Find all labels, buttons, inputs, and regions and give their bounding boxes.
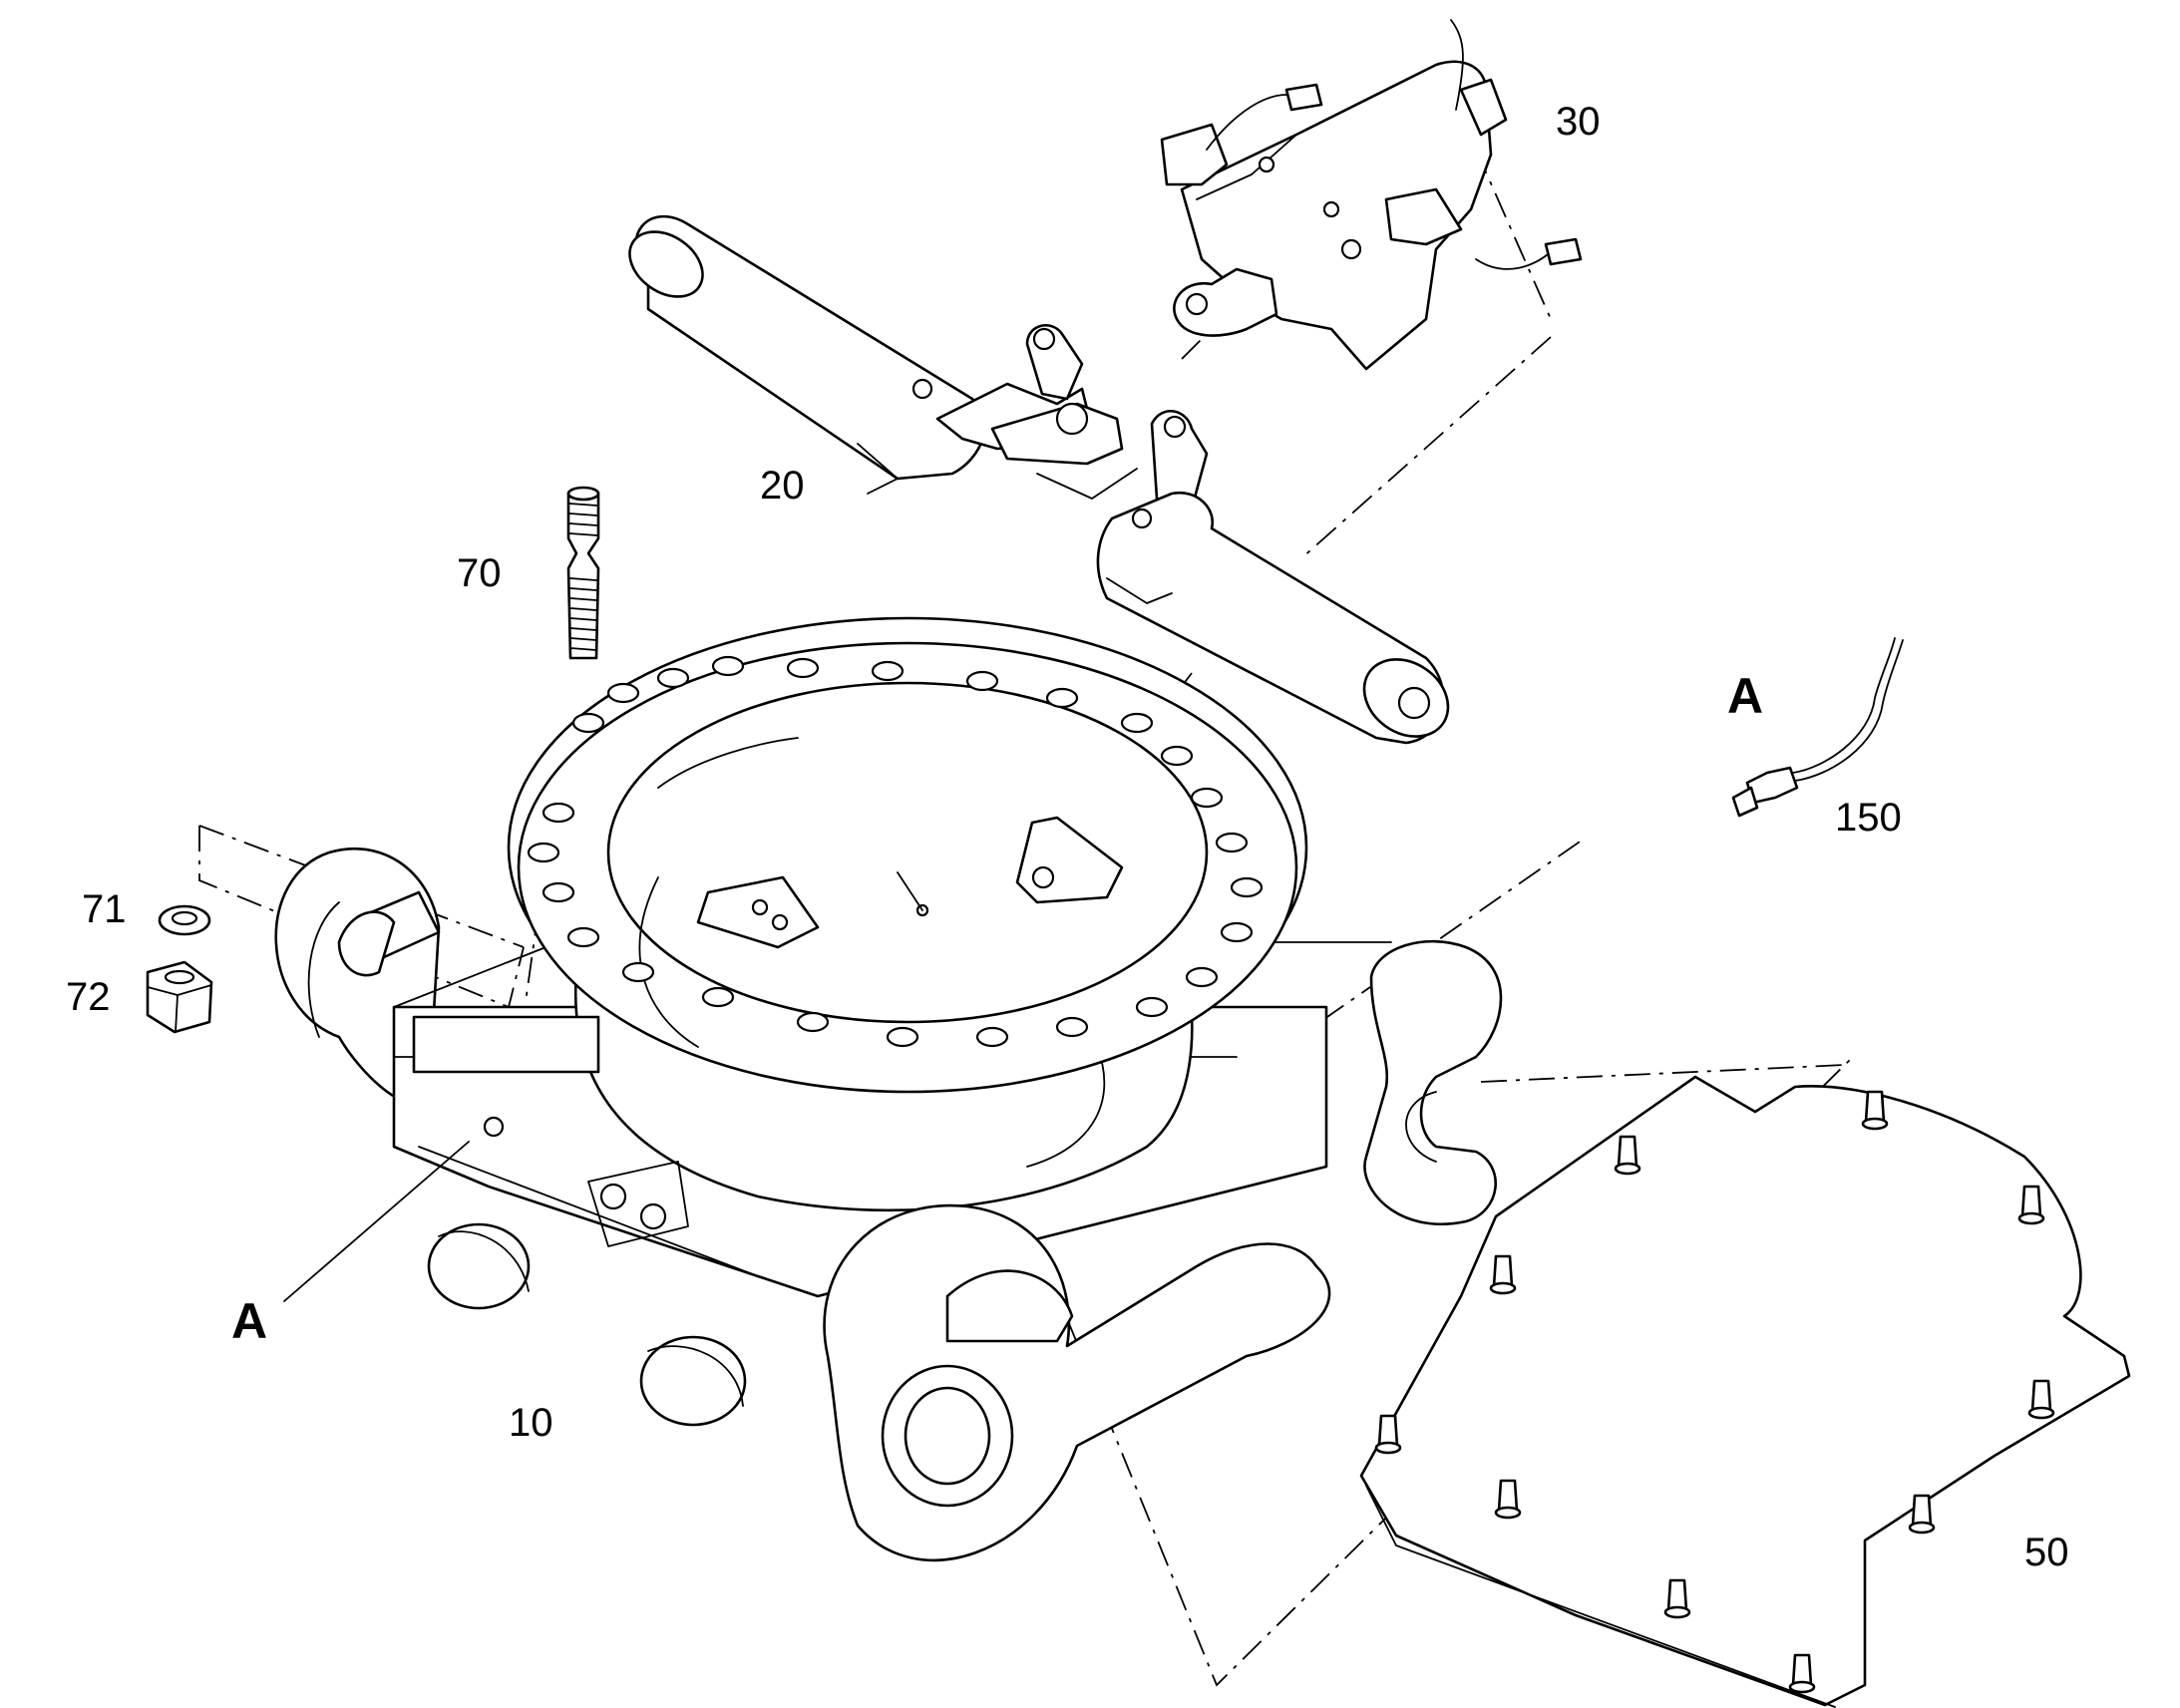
control-valve-part-30	[1160, 19, 1583, 371]
label-part-10: 10	[509, 1401, 553, 1445]
label-part-20: 20	[760, 464, 805, 508]
label-part-72: 72	[66, 975, 111, 1019]
detail-a-leader	[283, 1141, 470, 1302]
label-part-150: 150	[1835, 796, 1902, 840]
cover-plate-studs	[1374, 1090, 2055, 1694]
washer-part-71	[158, 904, 211, 936]
cover-plate-part-50	[1359, 1075, 2131, 1708]
label-part-70: 70	[457, 551, 502, 595]
callout-labels: 10 20 30 50 70 71 72 150 A A	[66, 100, 2069, 1574]
label-detail-a-inset: A	[1727, 668, 1763, 724]
label-detail-a-main: A	[231, 1293, 267, 1349]
actuator-part-20	[628, 214, 1450, 745]
label-part-30: 30	[1556, 100, 1601, 144]
flange-bolt-holes	[527, 655, 1264, 1048]
sensor-part-150	[1731, 637, 1904, 818]
label-part-50: 50	[2024, 1531, 2069, 1574]
housing-part-10	[274, 616, 1503, 1561]
label-part-71: 71	[82, 887, 127, 931]
hex-nut-part-72	[146, 960, 213, 1034]
stud-part-70	[566, 486, 600, 660]
